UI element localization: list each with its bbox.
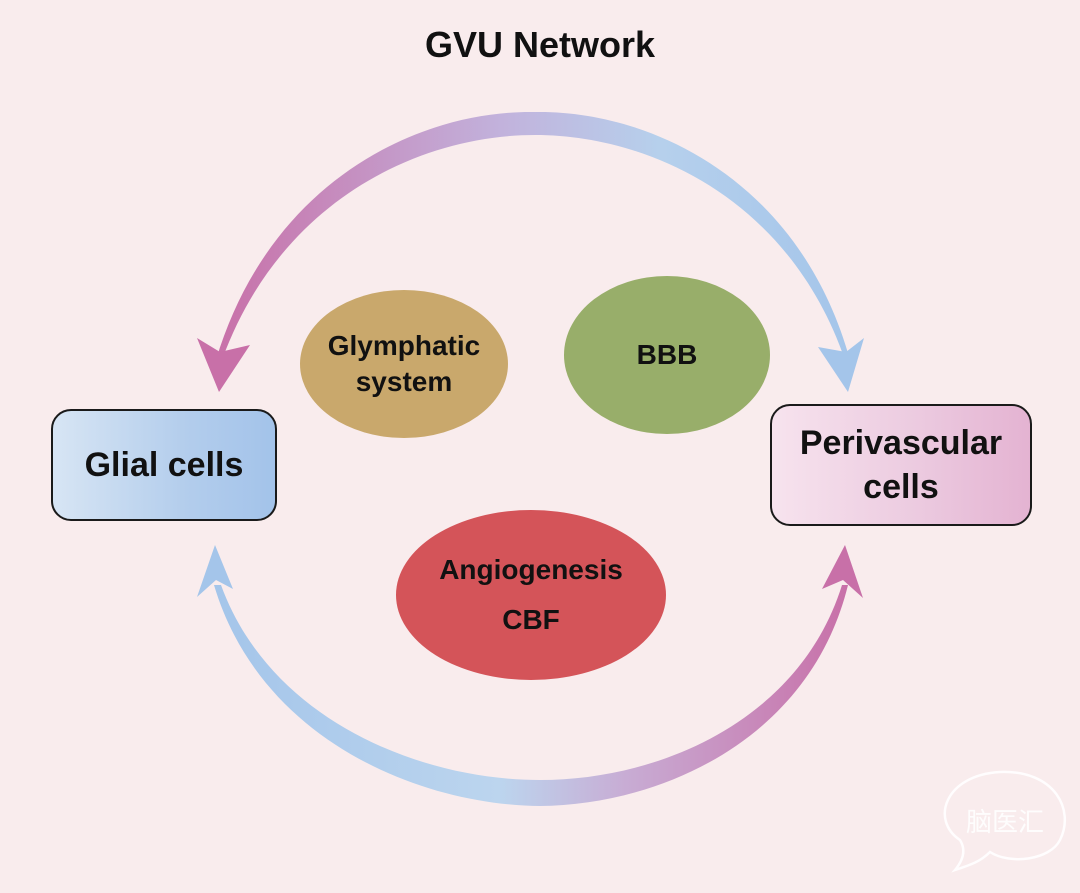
glymphatic-system-node: Glymphatic system bbox=[300, 290, 508, 438]
angiogenesis-label: Angiogenesis bbox=[439, 554, 623, 585]
perivascular-cells-node: Perivascular cells bbox=[770, 404, 1032, 526]
glial-cells-label: Glial cells bbox=[84, 445, 244, 484]
angiogenesis-cbf-node: Angiogenesis CBF bbox=[396, 510, 666, 680]
glymphatic-label-line-2: system bbox=[355, 366, 453, 397]
perivascular-label-line-2: cells bbox=[863, 468, 939, 506]
arrowhead-to-glial-bottom bbox=[197, 545, 233, 597]
bottom-arc-arrow bbox=[214, 585, 848, 806]
bbb-node: BBB bbox=[564, 276, 770, 434]
bbb-label: BBB bbox=[636, 339, 698, 370]
arrowhead-to-glial-top bbox=[197, 338, 250, 392]
watermark-bubble bbox=[943, 770, 1066, 873]
arrowhead-to-perivascular-top bbox=[818, 338, 864, 392]
top-arc-arrow bbox=[216, 111, 850, 360]
perivascular-label-line-1: Perivascular bbox=[799, 424, 1003, 462]
glymphatic-label-line-1: Glymphatic bbox=[327, 330, 481, 361]
cbf-label: CBF bbox=[502, 604, 560, 635]
glial-cells-node: Glial cells bbox=[51, 409, 277, 521]
diagram-title: GVU Network bbox=[424, 24, 656, 65]
watermark-logo: 脑医汇 bbox=[965, 808, 1044, 838]
arrowhead-to-perivascular-bottom bbox=[822, 545, 863, 598]
